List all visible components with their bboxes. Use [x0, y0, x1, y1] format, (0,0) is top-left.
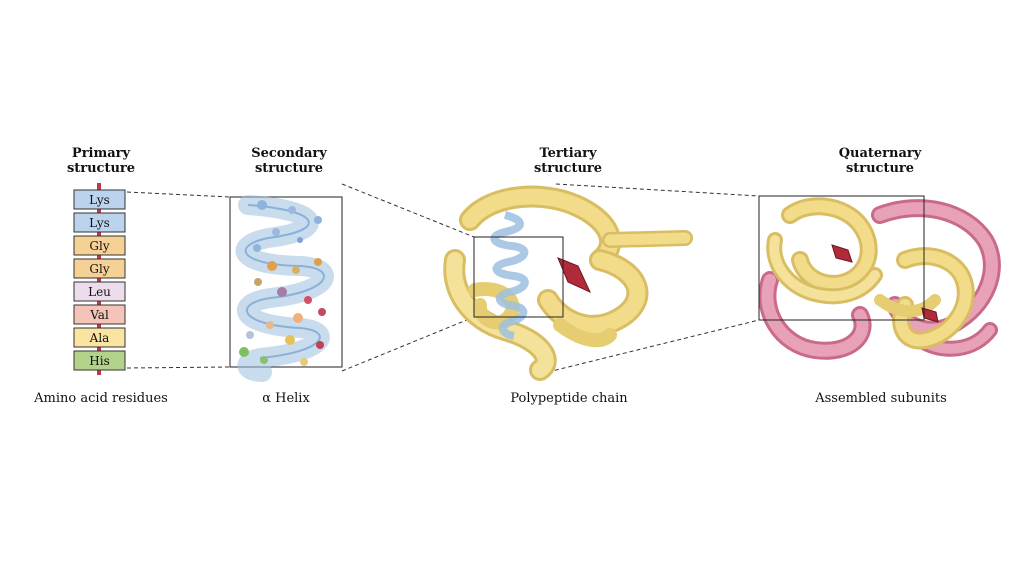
residue-lys: Lys [73, 212, 126, 233]
atom [297, 237, 303, 243]
helix-ribbon-edge [244, 204, 325, 359]
atom [285, 335, 295, 345]
subunit-pink [761, 274, 869, 357]
residue-box [73, 189, 126, 210]
residue-label: Ala [89, 331, 110, 345]
residue-leu: Leu [73, 281, 126, 302]
heading-line-1: Tertiary [539, 146, 597, 161]
residue-gly: Gly [73, 235, 126, 256]
residue-ala: Ala [73, 327, 126, 348]
tertiary-structure [443, 185, 693, 381]
atom [318, 308, 326, 316]
heading-line-2: structure [845, 161, 915, 176]
atom [272, 228, 280, 236]
chain-segment [553, 318, 617, 348]
secondary-structure-heading: Secondary structure [219, 146, 359, 176]
quaternary-frame [758, 195, 925, 321]
connector-line [555, 183, 760, 197]
residue-gly: Gly [73, 258, 126, 279]
residue-label: Gly [89, 262, 109, 276]
subunit-yellow [784, 200, 875, 290]
heme-group [557, 257, 592, 294]
heading-line-2: structure [254, 161, 324, 176]
connector-line [341, 183, 475, 238]
subunit-yellow [769, 235, 880, 302]
alpha-helix [229, 195, 343, 382]
atom [300, 358, 308, 366]
primary-structure-heading: Primary structure [31, 146, 171, 176]
connector-lines [126, 183, 760, 373]
tertiary-caption: Polypeptide chain [510, 391, 628, 406]
connector-line [126, 366, 231, 369]
residue-box [73, 235, 126, 256]
heme-group [921, 307, 939, 323]
atom [288, 206, 296, 214]
atom [304, 296, 312, 304]
atom [260, 356, 268, 364]
atom [253, 244, 261, 252]
atom [246, 331, 254, 339]
residue-val: Val [73, 304, 126, 325]
atom [292, 266, 300, 274]
atom [266, 321, 274, 329]
quaternary-structure [758, 195, 1001, 360]
atom [254, 278, 262, 286]
residue-box [73, 304, 126, 325]
atom [293, 313, 303, 323]
subunit-pink [874, 202, 998, 336]
helix-frame [229, 196, 343, 368]
residue-label: Lys [89, 216, 110, 230]
tertiary-frame [473, 236, 564, 318]
residue-his: His [73, 350, 126, 371]
connector-line [547, 319, 760, 373]
primary-caption: Amino acid residues [34, 391, 168, 406]
subunit-yellow [895, 250, 972, 347]
residue-box [73, 350, 126, 371]
residue-lys: Lys [73, 189, 126, 210]
atom [314, 216, 322, 224]
quaternary-structure-heading: Quaternary structure [810, 146, 950, 176]
heading-line-1: Secondary [251, 146, 327, 161]
atom [239, 347, 249, 357]
residue-label: Gly [89, 239, 109, 253]
secondary-caption: α Helix [262, 391, 310, 406]
helix-atoms [239, 200, 326, 366]
residue-box [73, 281, 126, 302]
heme-group [831, 244, 853, 263]
heading-line-2: structure [66, 161, 136, 176]
atom [314, 258, 322, 266]
connector-line [341, 316, 475, 372]
quaternary-caption: Assembled subunits [815, 391, 947, 406]
connector-line [126, 191, 231, 198]
heading-line-1: Primary [71, 146, 131, 161]
heading-line-2: structure [533, 161, 603, 176]
atom [277, 287, 287, 297]
heading-line-1: Quaternary [838, 146, 922, 161]
atom [257, 200, 267, 210]
atom [316, 341, 324, 349]
chain-segment [604, 232, 691, 246]
residue-box [73, 258, 126, 279]
residue-label: Leu [88, 285, 111, 299]
tertiary-structure-heading: Tertiary structure [498, 146, 638, 176]
residue-label: Lys [89, 193, 110, 207]
residue-label: His [89, 354, 109, 368]
atom [267, 261, 277, 271]
residue-box [73, 327, 126, 348]
subunit-yellow [874, 294, 941, 318]
residue-label: Val [89, 308, 109, 322]
residue-box [73, 212, 126, 233]
chain-segment [540, 252, 646, 334]
